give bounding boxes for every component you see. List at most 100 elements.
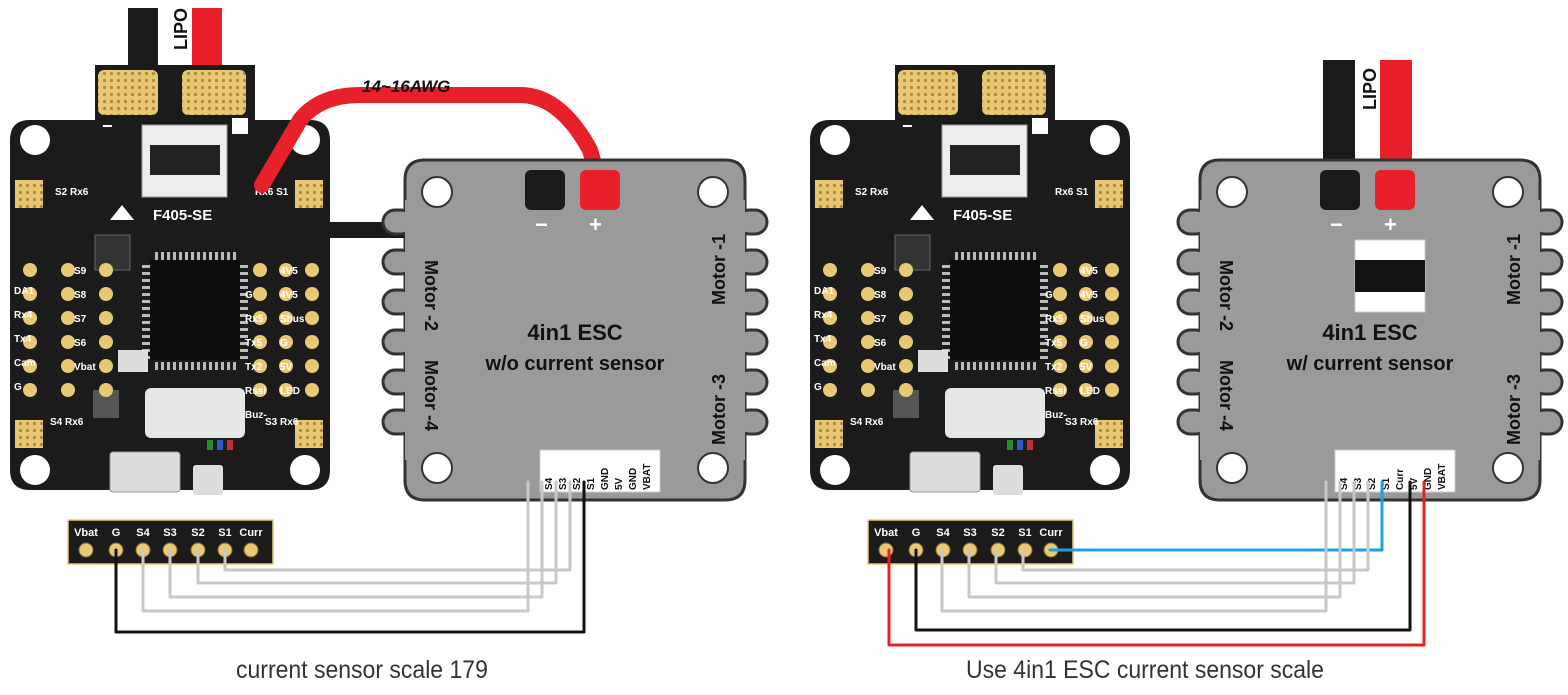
solder-pad bbox=[23, 311, 37, 325]
pad-label: Sbus bbox=[280, 314, 305, 325]
motor-3-label: Motor -3 bbox=[709, 374, 729, 445]
mcu-pin bbox=[1033, 362, 1036, 370]
solder-pad bbox=[1079, 359, 1093, 373]
mount-hole bbox=[820, 125, 850, 155]
solder-pad bbox=[1053, 359, 1067, 373]
mcu-pin bbox=[979, 252, 982, 260]
corner-pad-group bbox=[1095, 180, 1123, 208]
solder-pad bbox=[1079, 287, 1093, 301]
mcu-pin bbox=[155, 362, 158, 370]
mount-hole bbox=[421, 452, 453, 484]
solder-pad bbox=[899, 359, 913, 373]
mcu-pin bbox=[967, 252, 970, 260]
solder-pad bbox=[823, 287, 837, 301]
header-pin-label: S2 bbox=[991, 527, 1004, 539]
header-pin bbox=[1017, 542, 1033, 558]
pad-label: S6 bbox=[74, 338, 87, 349]
esc-edge bbox=[405, 200, 417, 460]
mcu-pin bbox=[240, 342, 248, 345]
mcu-pin bbox=[142, 300, 150, 303]
esc-pad-positive bbox=[1375, 170, 1415, 210]
mcu-pin bbox=[1040, 335, 1048, 338]
mcu-chip bbox=[950, 260, 1040, 360]
mcu-pin bbox=[142, 265, 150, 268]
mcu-pin bbox=[1040, 272, 1048, 275]
esc-pin-label: S1 bbox=[586, 477, 597, 490]
current-shunt-band bbox=[1355, 260, 1425, 292]
solder-pad bbox=[1105, 359, 1119, 373]
mcu-pin bbox=[985, 362, 988, 370]
pad-label: 4V5 bbox=[280, 290, 298, 301]
fc-name: F405-SE bbox=[153, 207, 212, 224]
pad-label: Vbat bbox=[874, 362, 896, 373]
solder-pad bbox=[279, 311, 293, 325]
mount-hole bbox=[1090, 125, 1120, 155]
corner-pad-group bbox=[15, 420, 43, 448]
mount-hole bbox=[1090, 455, 1120, 485]
mcu-pin bbox=[167, 362, 170, 370]
corner-pad-group bbox=[15, 180, 43, 208]
mcu-pin bbox=[161, 362, 164, 370]
pad-label: S6 bbox=[874, 338, 887, 349]
flight-controller: −+F405-SEDA1Rx4Tx4CamGS9S8S7S6Vbat4V54V5… bbox=[10, 65, 330, 495]
boot-button bbox=[193, 465, 223, 495]
mcu-pin bbox=[1015, 362, 1018, 370]
solder-pad bbox=[253, 287, 267, 301]
header-pin-label: S3 bbox=[163, 527, 176, 539]
mcu-pin bbox=[142, 293, 150, 296]
solder-pad bbox=[899, 311, 913, 325]
solder-pad bbox=[305, 287, 319, 301]
mcu-pin bbox=[209, 252, 212, 260]
pad-label: Buz- bbox=[1045, 410, 1067, 421]
esc-pin-label: 5V bbox=[614, 477, 625, 490]
solder-pad bbox=[61, 311, 75, 325]
esc-pin-label: 5V bbox=[1409, 477, 1420, 490]
mcu-pin bbox=[227, 362, 230, 370]
mcu-pin bbox=[955, 362, 958, 370]
mcu-pin bbox=[997, 362, 1000, 370]
signal-wire bbox=[994, 480, 1356, 585]
esc-edge bbox=[733, 200, 745, 460]
boot-button bbox=[993, 465, 1023, 495]
lipo-label: LIPO bbox=[1360, 68, 1380, 110]
pad-label: S7 bbox=[74, 314, 87, 325]
solder-pad bbox=[279, 263, 293, 277]
header-pin bbox=[78, 542, 94, 558]
mcu-pin bbox=[203, 252, 206, 260]
solder-pad bbox=[99, 335, 113, 349]
solder-pad bbox=[99, 383, 113, 397]
mcu-pin bbox=[227, 252, 230, 260]
pad-label: Tx4 bbox=[814, 334, 832, 345]
signal-wire bbox=[223, 480, 572, 572]
esc-title: 4in1 ESC bbox=[527, 320, 622, 345]
pad-label: G bbox=[280, 338, 288, 349]
mcu-pin bbox=[1009, 252, 1012, 260]
mcu-pin bbox=[197, 252, 200, 260]
mount-hole bbox=[1216, 176, 1248, 208]
motor-2-label: Motor -2 bbox=[421, 260, 441, 331]
mcu-pin bbox=[1040, 356, 1048, 359]
solder-pad bbox=[899, 287, 913, 301]
esc-body bbox=[1198, 158, 1542, 502]
mount-hole bbox=[290, 455, 320, 485]
esc-pin-label: VBAT bbox=[642, 464, 653, 490]
pad-label: Rx5 bbox=[245, 314, 264, 325]
esc-connector bbox=[539, 449, 661, 493]
mcu-pin bbox=[1040, 286, 1048, 289]
solder-pad bbox=[1053, 335, 1067, 349]
solder-pad bbox=[1053, 287, 1067, 301]
minus-icon: − bbox=[1330, 212, 1343, 237]
battery-pad-positive bbox=[982, 70, 1046, 115]
mcu-pin bbox=[1040, 328, 1048, 331]
esc-subtitle: w/o current sensor bbox=[485, 353, 665, 375]
pad-label: Rx4 bbox=[814, 310, 833, 321]
mount-hole bbox=[820, 455, 850, 485]
mcu-pin bbox=[240, 314, 248, 317]
signal-wire bbox=[168, 480, 544, 599]
esc-pin-label: S2 bbox=[572, 477, 583, 490]
header-pin-label: Curr bbox=[239, 527, 263, 539]
mcu-pin bbox=[215, 252, 218, 260]
